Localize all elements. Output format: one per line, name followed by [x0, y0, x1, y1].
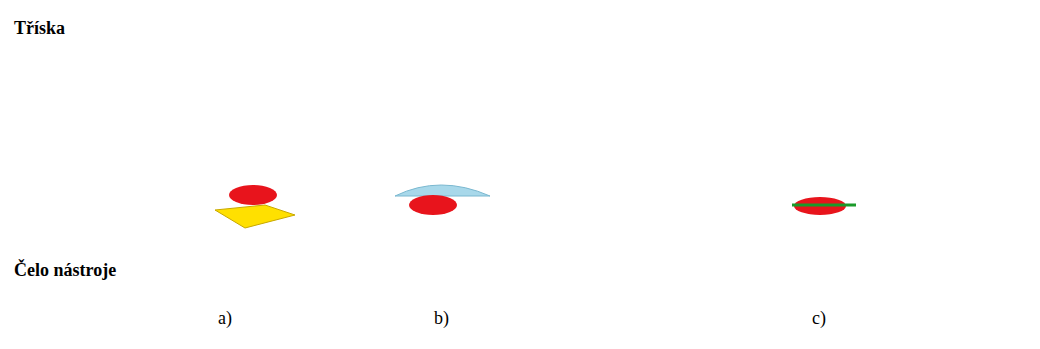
contact-point: [229, 185, 277, 205]
case-label: c): [812, 308, 826, 329]
weld-line: [792, 204, 856, 207]
region-name: Tříska: [14, 18, 65, 39]
contact-point: [409, 195, 457, 215]
chip-region: Tříska: [10, 0, 1040, 240]
case-label: a): [218, 308, 232, 329]
tool-wear-patch: [215, 205, 295, 228]
chip-deposit: [395, 185, 490, 196]
case-label: b): [434, 308, 449, 329]
tool-region: Čelo nástroje: [10, 170, 1040, 320]
region-outline: [10, 0, 1040, 240]
region-name: Čelo nástroje: [14, 260, 116, 281]
region-outline: [10, 170, 1040, 320]
